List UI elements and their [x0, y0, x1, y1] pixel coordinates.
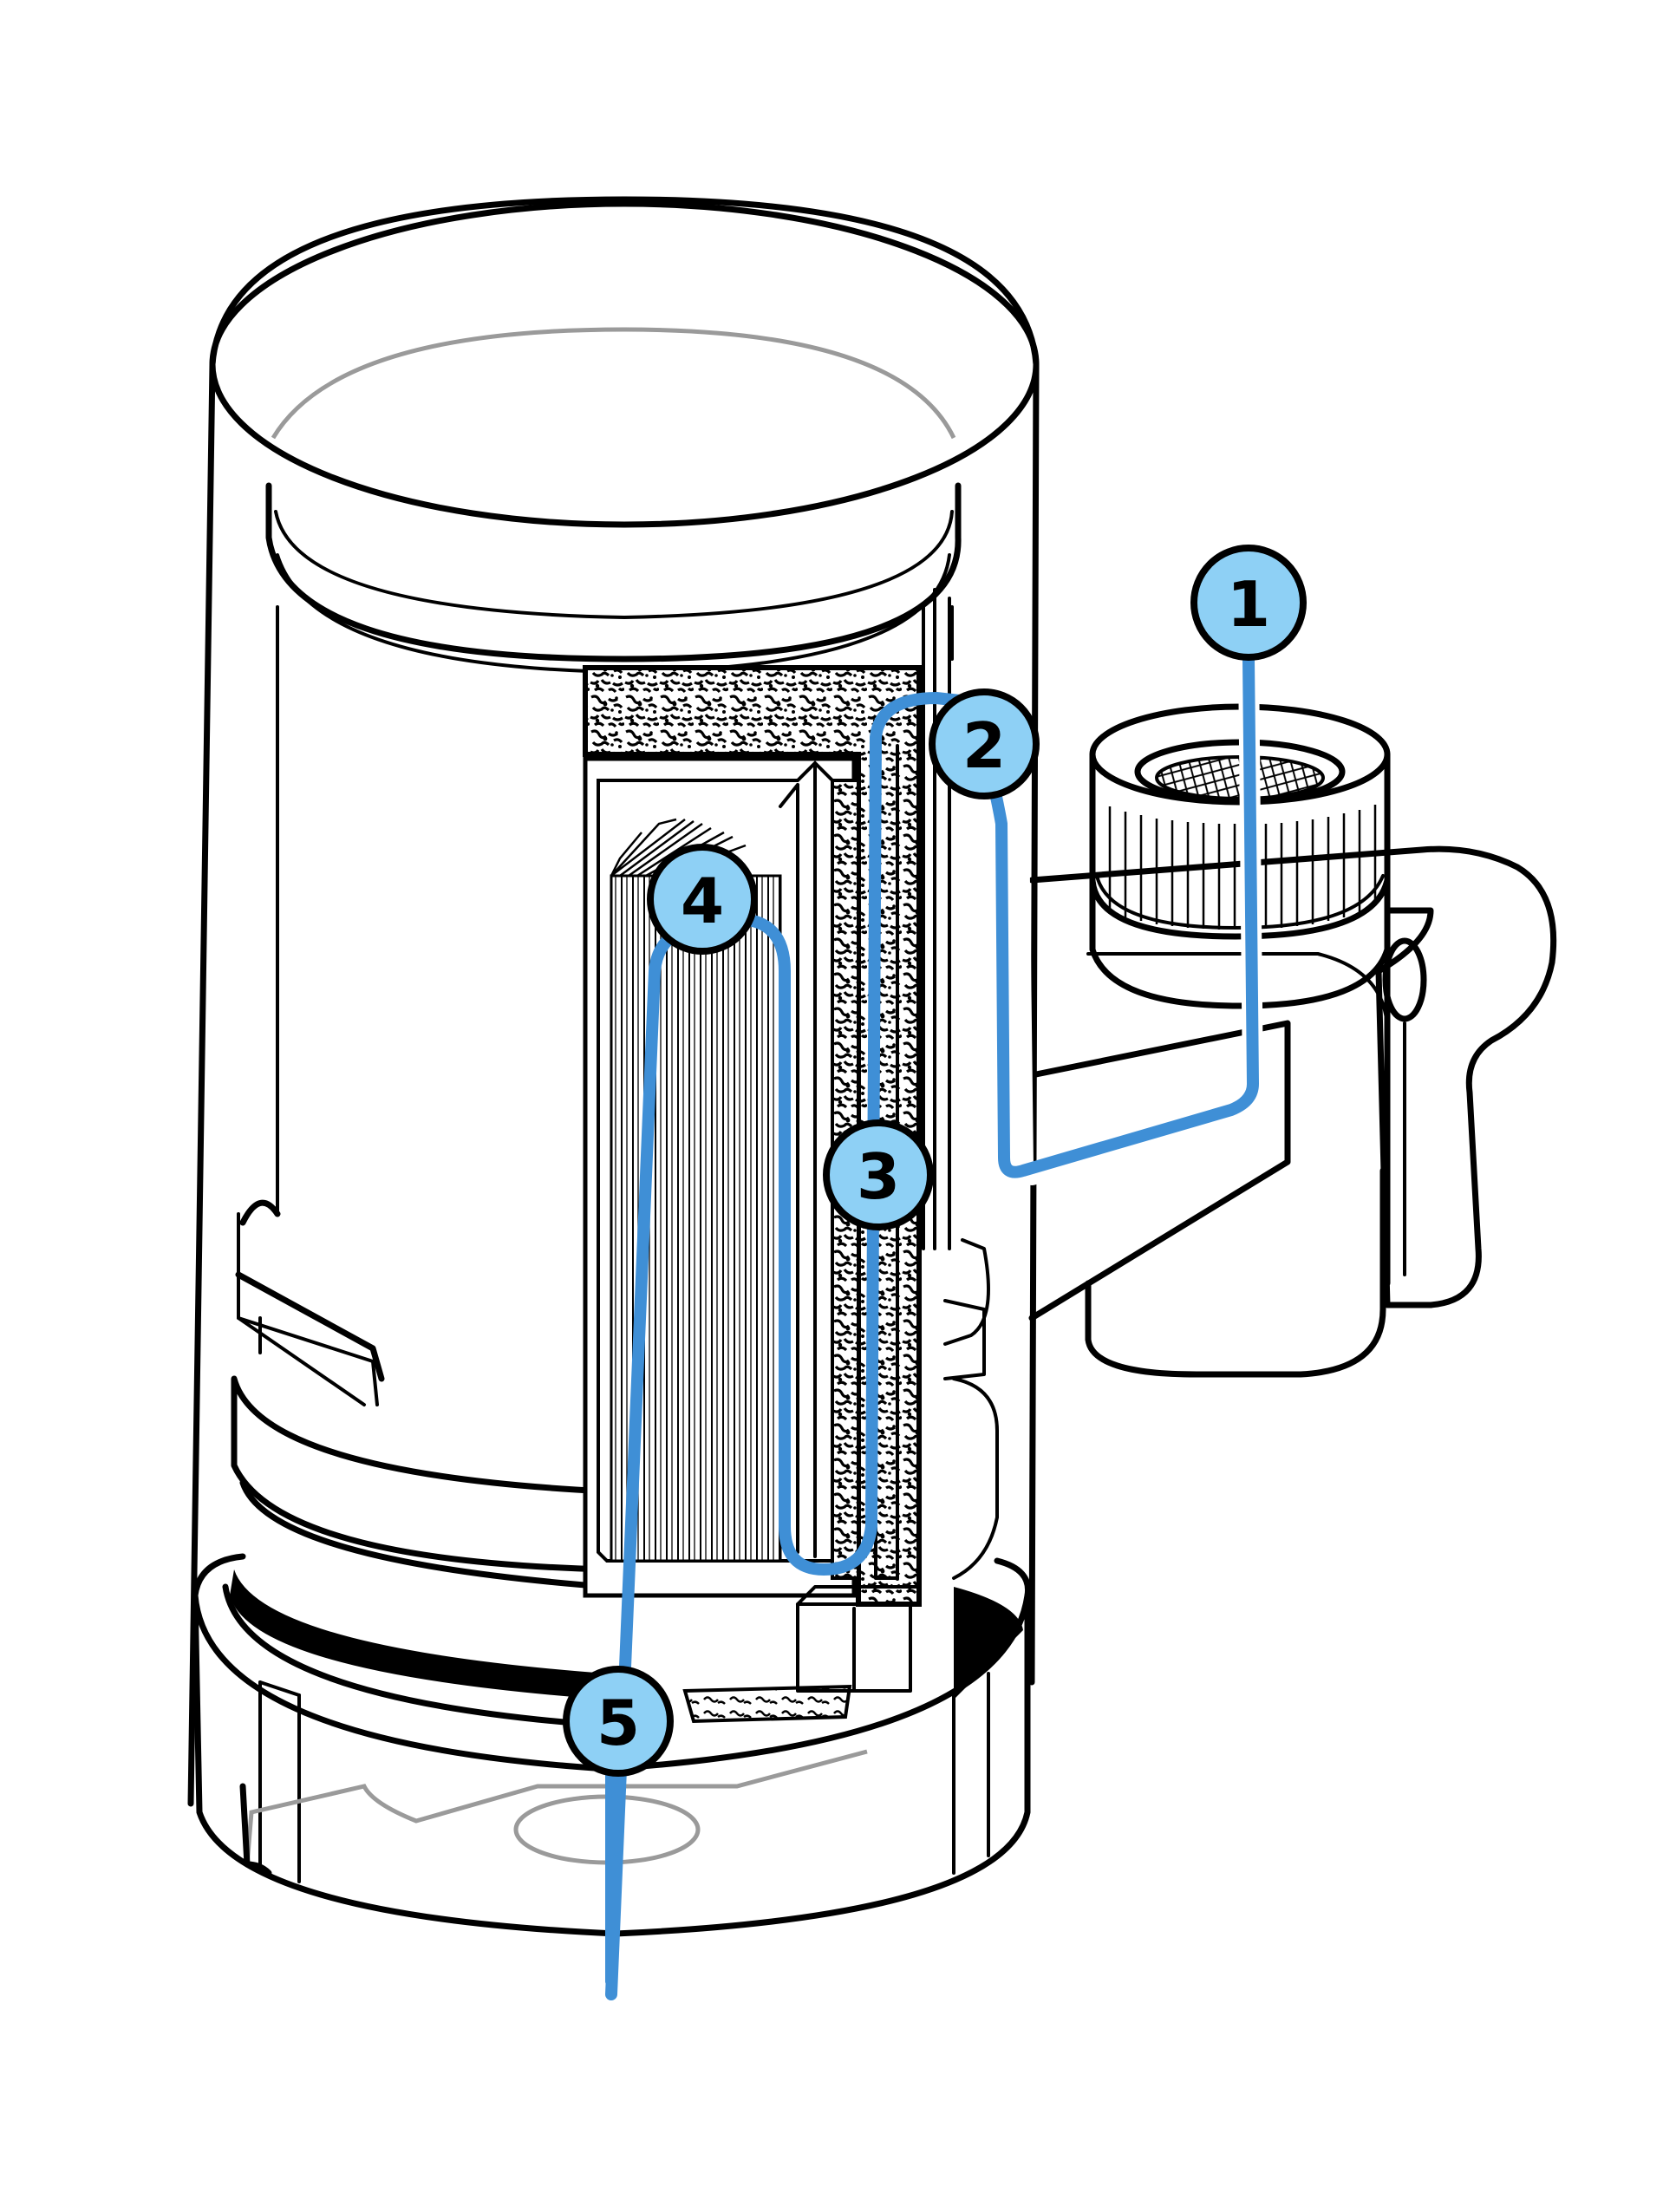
- marker-5-circle: [563, 1666, 674, 1777]
- marker-2: 2: [929, 688, 1040, 799]
- marker-2-circle: [929, 688, 1040, 799]
- marker-4: 4: [647, 844, 758, 955]
- marker-3-circle: [823, 1119, 934, 1230]
- marker-5-label: 5: [597, 1687, 640, 1759]
- housing-collar: [222, 1199, 1023, 1738]
- marker-4-label: 4: [681, 865, 724, 937]
- marker-3-label: 3: [857, 1140, 900, 1213]
- tap-diverter-valve: [1028, 845, 1557, 1378]
- marker-3: 3: [823, 1119, 934, 1230]
- marker-1-label: 1: [1227, 568, 1270, 641]
- filter-housing: [187, 196, 1040, 1807]
- marker-2-label: 2: [962, 709, 1006, 782]
- marker-5: 5: [563, 1666, 674, 1777]
- marker-1-circle: [1190, 545, 1307, 661]
- marker-1: 1: [1190, 545, 1307, 661]
- marker-4-circle: [647, 844, 758, 955]
